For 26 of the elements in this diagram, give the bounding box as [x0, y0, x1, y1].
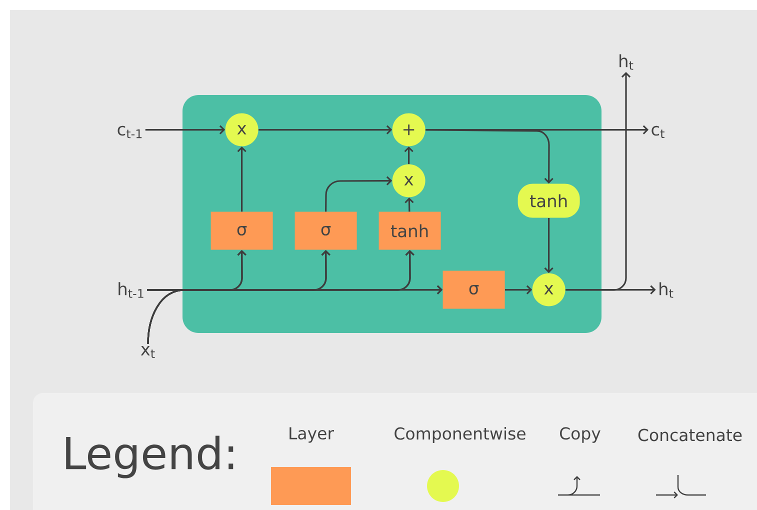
arrow: [404, 197, 414, 212]
layer-box: σ: [210, 212, 273, 250]
arrow: [325, 176, 392, 212]
legend-title: Legend:: [66, 436, 234, 478]
state-label: x$_{t}$: [140, 346, 155, 358]
arrow: [145, 125, 226, 134]
arrow: [147, 285, 443, 344]
arrow: [426, 128, 554, 184]
arrow: [566, 285, 656, 294]
legend-label: Copy: [560, 427, 600, 443]
arrow: [237, 146, 246, 212]
legend-label: Concatenate: [638, 428, 742, 442]
state-label: c$_{t}$: [652, 126, 664, 138]
arrow: [505, 285, 532, 294]
layer-box: σ: [442, 270, 505, 309]
arrow: [404, 146, 414, 164]
layer-box: tanh: [378, 212, 441, 250]
legend-label: Componentwise: [394, 427, 526, 443]
legend-label: Layer: [290, 427, 334, 443]
layer-box: σ: [294, 212, 357, 250]
state-label: c$_{t-1}$: [118, 126, 142, 138]
state-label: h$_{t-1}$: [118, 282, 144, 298]
arrow: [544, 218, 554, 274]
state-label: h$_{t}$: [660, 282, 674, 298]
state-label: h$_{t}$: [620, 54, 634, 70]
arrow: [258, 125, 392, 134]
